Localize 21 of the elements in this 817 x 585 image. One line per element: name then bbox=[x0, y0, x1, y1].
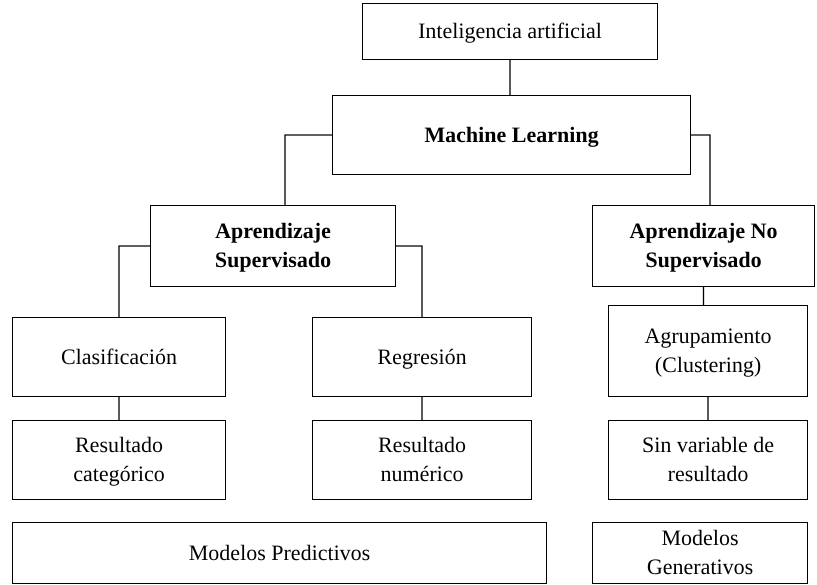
text-box: Clasificación bbox=[12, 317, 226, 397]
connector-line bbox=[118, 397, 120, 420]
text-box: Inteligencia artificial bbox=[362, 3, 658, 60]
text-box: Modelos Generativos bbox=[592, 522, 808, 584]
text-box: Regresión bbox=[312, 317, 532, 397]
connector-line bbox=[118, 245, 150, 317]
connector-line bbox=[691, 134, 711, 205]
text-box: Aprendizaje No Supervisado bbox=[592, 205, 815, 287]
connector-line bbox=[284, 134, 332, 205]
connector-line bbox=[421, 397, 423, 420]
text-box: Modelos Predictivos bbox=[12, 522, 547, 584]
text-box: Agrupamiento (Clustering) bbox=[608, 305, 808, 397]
connector-line bbox=[707, 397, 709, 420]
text-box: Aprendizaje Supervisado bbox=[150, 205, 396, 287]
text-box: Sin variable de resultado bbox=[608, 420, 808, 500]
text-box: Resultado numérico bbox=[312, 420, 532, 500]
text-box: Resultado categórico bbox=[12, 420, 226, 500]
connector-line bbox=[396, 245, 423, 317]
text-box: Machine Learning bbox=[332, 95, 691, 175]
connector-line bbox=[702, 287, 704, 305]
connector-line bbox=[509, 60, 511, 95]
